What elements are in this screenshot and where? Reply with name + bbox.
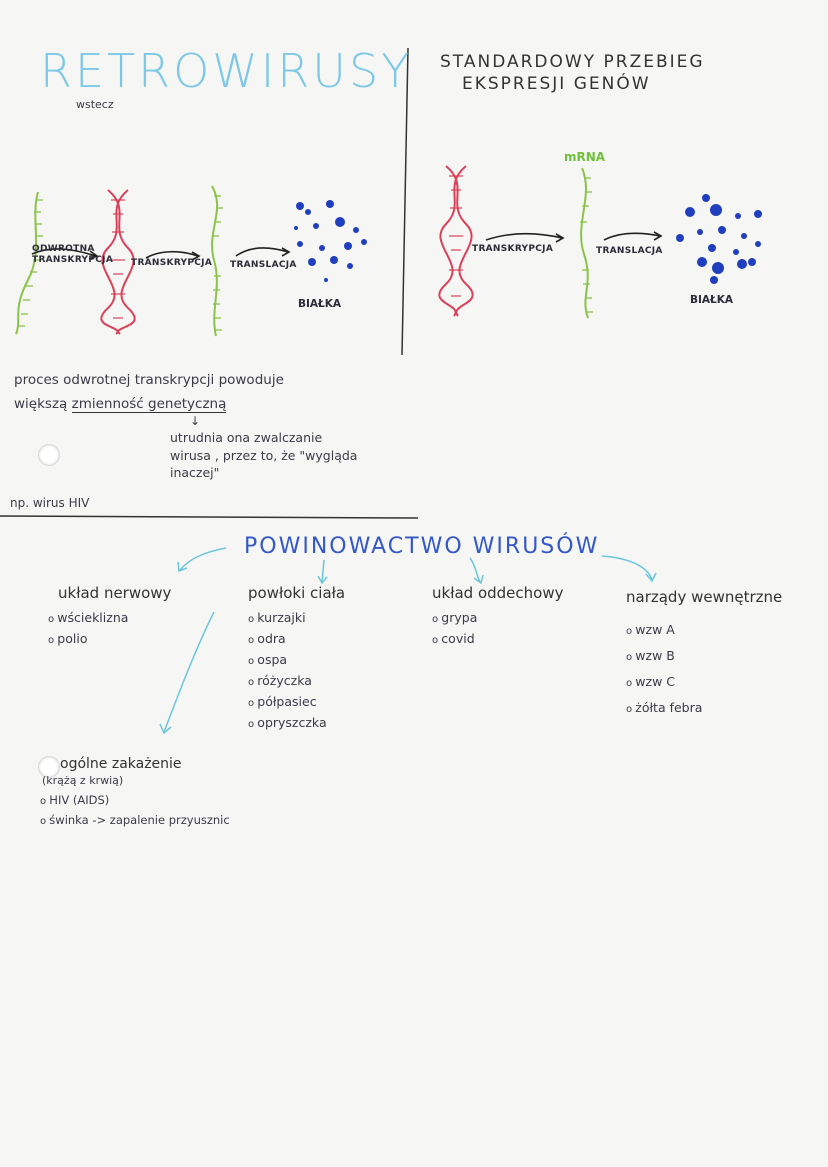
list-item: kurzajki	[248, 608, 345, 629]
standard-expression-title-2: EKSPRESJI GENÓW	[462, 74, 651, 94]
label-transcription-right: TRANSKRYPCJA	[472, 244, 554, 254]
arrows-left	[31, 247, 291, 261]
arrows-right	[485, 231, 663, 243]
list-item: covid	[432, 629, 563, 650]
label-transcription-left: TRANSKRYPCJA	[131, 258, 213, 268]
dna-helix-right	[438, 165, 474, 317]
punch-hole-bottom	[38, 756, 60, 778]
list-item: grypa	[432, 608, 563, 629]
general-infection-head: ogólne zakażenie	[60, 756, 182, 772]
column-body-coverings: powłoki ciała kurzajki odra ospa różyczk…	[248, 584, 345, 734]
note-line-2a: większą	[14, 396, 72, 412]
list-item: wzw A	[626, 618, 782, 644]
note-sub-2: wirusa , przez to, że "wygląda	[170, 448, 358, 463]
note-down-arrow: ↓	[190, 414, 201, 428]
protein-dots-left	[294, 200, 367, 282]
list-item: polio	[48, 629, 171, 650]
list-item: wzw C	[626, 670, 782, 696]
list-item: świnka -> zapalenie przyusznic	[40, 811, 229, 831]
column-respiratory-system: układ oddechowy grypa covid	[432, 584, 563, 650]
list-item: HIV (AIDS)	[40, 791, 230, 811]
vertical-divider	[401, 47, 409, 356]
note-example-hiv: np. wirus HIV	[10, 496, 90, 510]
list-item: wzw B	[626, 644, 782, 670]
label-proteins-right: BIAŁKA	[690, 294, 734, 306]
retroviruses-title: RETROWIRUSY	[40, 44, 413, 98]
label-mrna: mRNA	[564, 150, 606, 164]
list-item: opryszczka	[248, 713, 345, 734]
affinity-title: POWINOWACTWO WIRUSÓW	[244, 534, 600, 559]
column-nervous-system: układ nerwowy wścieklizna polio	[57, 584, 172, 650]
horizontal-divider	[0, 515, 419, 519]
rna-strand-left-1	[15, 191, 43, 335]
protein-dots-right	[676, 194, 762, 284]
mrna-strand-right	[580, 167, 593, 319]
column-head: narządy wewnętrzne	[626, 588, 783, 606]
note-line-1: proces odwrotnej transkrypcji powoduje	[14, 372, 284, 388]
note-genetic-variability: zmienność genetyczną	[71, 396, 227, 413]
label-translation-left: TRANSLACJA	[230, 260, 297, 270]
affinity-arrows	[159, 547, 657, 735]
column-head: powłoki ciała	[248, 584, 346, 602]
general-infection-sub: (krążą z krwią)	[42, 774, 124, 787]
label-translation-right: TRANSLACJA	[596, 246, 663, 256]
wstecz-note: wstecz	[76, 98, 114, 111]
punch-hole-top	[38, 444, 60, 466]
label-reverse-transcription: ODWROTNA TRANSKRYPCJA	[32, 244, 114, 265]
note-sub-3: inaczej"	[170, 465, 220, 480]
list-item: ospa	[248, 650, 345, 671]
column-head: układ oddechowy	[432, 584, 564, 602]
list-item: różyczka	[248, 671, 345, 692]
rna-strand-left-2	[211, 185, 223, 337]
list-item: półpasiec	[248, 692, 345, 713]
column-head: układ nerwowy	[58, 584, 172, 602]
list-item: żółta febra	[626, 696, 782, 722]
general-infection-block: ogólne zakażenie (krążą z krwią) HIV (AI…	[42, 756, 230, 831]
list-item: wścieklizna	[48, 608, 171, 629]
label-proteins-left: BIAŁKA	[298, 298, 342, 310]
column-internal-organs: narządy wewnętrzne wzw A wzw B wzw C żół…	[626, 588, 782, 722]
note-sub-1: utrudnia ona zwalczanie	[170, 430, 323, 445]
standard-expression-title-1: STANDARDOWY PRZEBIEG	[440, 52, 705, 72]
list-item: odra	[248, 629, 345, 650]
note-line-2: większą zmienność genetyczną	[14, 396, 227, 413]
dna-helix-left	[100, 189, 136, 335]
